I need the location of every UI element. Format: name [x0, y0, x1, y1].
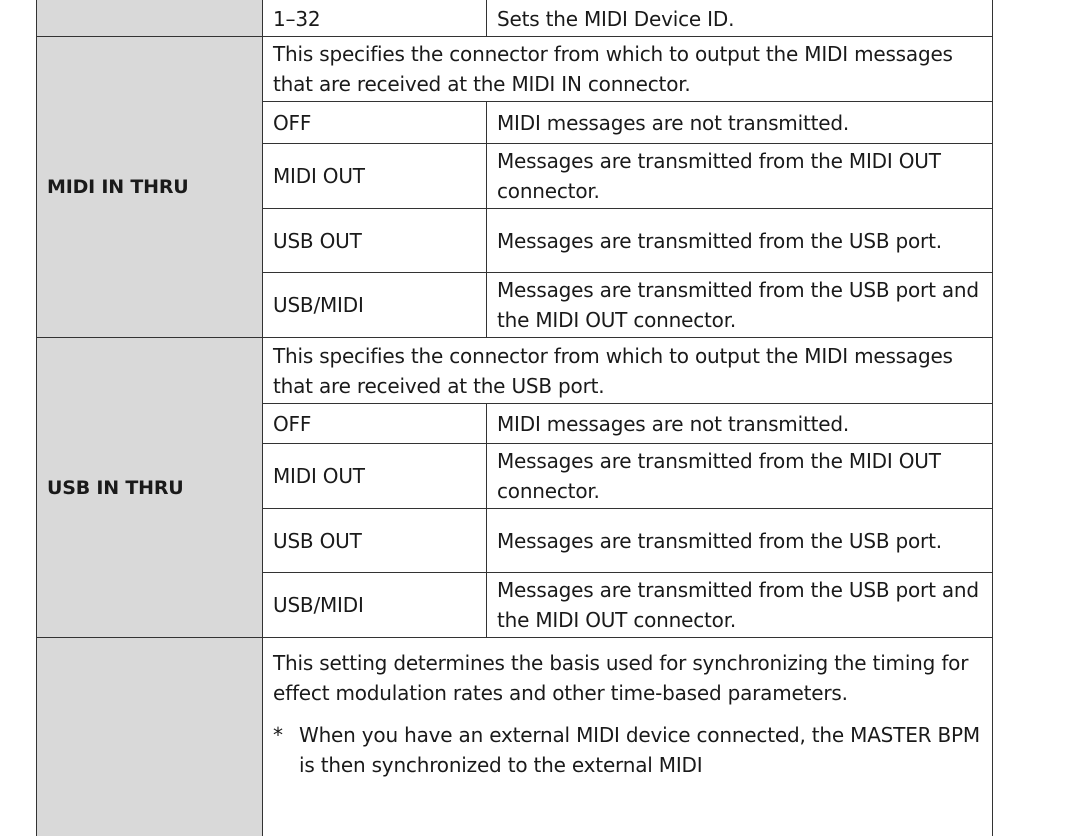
option-value: USB/MIDI — [262, 572, 487, 638]
option-description: Messages are transmitted from the MIDI O… — [486, 443, 993, 509]
value-cell: 1–32 — [262, 0, 487, 37]
param-cell-sync — [36, 637, 263, 836]
parameter-table: 1–32 Sets the MIDI Device ID. MIDI IN TH… — [36, 0, 993, 836]
table-row-usb-in-thru-desc: USB IN THRU This specifies the connector… — [36, 337, 993, 638]
param-cell-device-id — [36, 0, 263, 37]
note-asterisk: * — [273, 723, 283, 747]
option-description: Messages are transmitted from the USB po… — [486, 272, 993, 338]
option-value: MIDI OUT — [262, 143, 487, 209]
param-description: This specifies the connector from which … — [262, 337, 993, 404]
table-row-midi-in-thru-desc: MIDI IN THRU This specifies the connecto… — [36, 36, 993, 338]
param-name-usb-in-thru: USB IN THRU — [36, 337, 263, 638]
parameter-table-container: 1–32 Sets the MIDI Device ID. MIDI IN TH… — [36, 0, 993, 836]
option-value: OFF — [262, 403, 487, 444]
option-description: MIDI messages are not transmitted. — [486, 403, 993, 444]
sync-note: * When you have an external MIDI device … — [273, 720, 982, 780]
value-description-cell: Sets the MIDI Device ID. — [486, 0, 993, 37]
option-description: MIDI messages are not transmitted. — [486, 101, 993, 144]
table-row-sync: This setting determines the basis used f… — [36, 637, 993, 836]
option-description: Messages are transmitted from the USB po… — [486, 572, 993, 638]
table-row: USB OUT Messages are transmitted from th… — [37, 208, 993, 273]
sync-description: This setting determines the basis used f… — [273, 651, 969, 705]
option-description: Messages are transmitted from the USB po… — [486, 208, 993, 273]
option-description: Messages are transmitted from the MIDI O… — [486, 143, 993, 209]
table-row: USB/MIDI Messages are transmitted from t… — [37, 572, 993, 638]
table-row-device-id: 1–32 Sets the MIDI Device ID. — [36, 0, 993, 37]
sync-description-cell: This setting determines the basis used f… — [262, 637, 993, 836]
table-row: USB OUT Messages are transmitted from th… — [37, 508, 993, 573]
option-value: OFF — [262, 101, 487, 144]
note-text: When you have an external MIDI device co… — [299, 723, 980, 777]
table-row: OFF MIDI messages are not transmitted. — [37, 403, 993, 444]
option-value: MIDI OUT — [262, 443, 487, 509]
param-description: This specifies the connector from which … — [262, 36, 993, 102]
table-row: OFF MIDI messages are not transmitted. — [37, 101, 993, 144]
option-value: USB/MIDI — [262, 272, 487, 338]
table-row: USB/MIDI Messages are transmitted from t… — [37, 272, 993, 338]
option-value: USB OUT — [262, 208, 487, 273]
option-value: USB OUT — [262, 508, 487, 573]
param-name-midi-in-thru: MIDI IN THRU — [36, 36, 263, 338]
option-description: Messages are transmitted from the USB po… — [486, 508, 993, 573]
